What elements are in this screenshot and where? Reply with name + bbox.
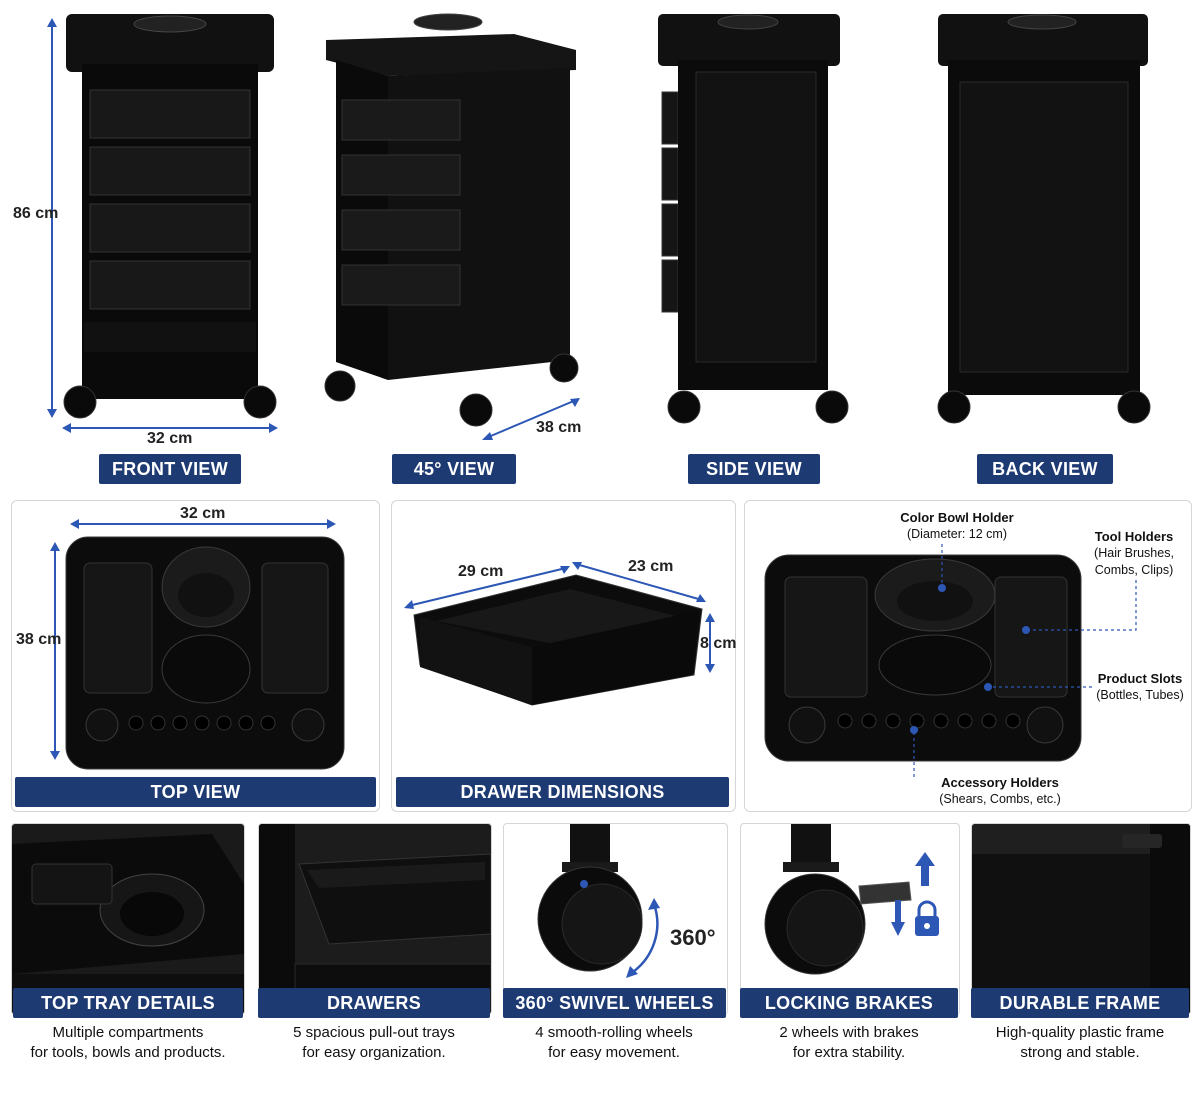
drawer-width-label: 29 cm [458, 563, 504, 580]
feature-drawers-caption: 5 spacious pull-out trays for easy organ… [254, 1023, 494, 1063]
feature-brakes-badge: LOCKING BRAKES [740, 988, 958, 1018]
tool-holders-detail-1: (Hair Brushes, [1094, 546, 1174, 560]
angle-view-cart [324, 13, 579, 427]
angle-view-badge: 45° VIEW [392, 454, 516, 484]
feature-frame-badge: DURABLE FRAME [971, 988, 1189, 1018]
drawer-height-label: 8 cm [700, 635, 737, 652]
drawer-height-arrow [705, 613, 715, 673]
top-view-width-arrow [70, 519, 336, 529]
drawer-depth-arrow [572, 562, 706, 602]
angle-depth-label: 38 cm [536, 419, 582, 436]
top-view-width-label: 32 cm [180, 505, 226, 522]
top-view-tray [65, 536, 345, 770]
feature-swivel-line1: 4 smooth-rolling wheels [535, 1024, 693, 1041]
accessory-title: Accessory Holders [941, 775, 1059, 790]
tool-holders-annotation: Tool Holders (Hair Brushes, Combs, Clips… [1086, 528, 1182, 579]
color-bowl-detail: (Diameter: 12 cm) [906, 527, 1008, 541]
annotated-tray [764, 554, 1082, 762]
color-bowl-annotation: Color Bowl Holder (Diameter: 12 cm) [882, 509, 1032, 543]
back-view-cart [937, 14, 1151, 424]
feature-drawers-badge: DRAWERS [258, 988, 490, 1018]
drawer-width-arrow [404, 566, 570, 609]
feature-drawers-line2: for easy organization. [302, 1044, 446, 1061]
top-view-badge: TOP VIEW [15, 777, 376, 807]
front-width-arrow [62, 423, 278, 433]
color-bowl-title: Color Bowl Holder [900, 510, 1014, 525]
accessory-annotation: Accessory Holders (Shears, Combs, etc.) [920, 774, 1080, 808]
front-view-badge: FRONT VIEW [99, 454, 241, 484]
front-height-arrow [47, 18, 57, 418]
back-view-badge: BACK VIEW [977, 454, 1113, 484]
feature-frame-caption: High-quality plastic frame strong and st… [960, 1023, 1200, 1063]
drawers-detail-image [258, 823, 492, 1015]
feature-drawers-line1: 5 spacious pull-out trays [293, 1024, 455, 1041]
locking-brake-detail-image [740, 823, 960, 1015]
top-view-depth-label: 38 cm [16, 631, 62, 648]
top-view-depth-arrow [50, 542, 60, 760]
drawer-badge: DRAWER DIMENSIONS [396, 777, 729, 807]
top-tray-detail-image [11, 823, 245, 1015]
annotation-leader-lines [910, 544, 1137, 778]
feature-swivel-line2: for easy movement. [548, 1044, 680, 1061]
swivel-360-label: 360° [670, 925, 716, 950]
product-slots-title: Product Slots [1097, 671, 1183, 686]
swivel-wheel-detail-image [503, 823, 728, 1015]
front-view-cart [63, 14, 277, 419]
product-slots-annotation: Product Slots (Bottles, Tubes) [1092, 670, 1188, 704]
feature-brakes-line1: 2 wheels with brakes [779, 1024, 919, 1041]
front-width-label: 32 cm [147, 430, 193, 447]
side-view-cart [658, 14, 849, 424]
tool-holders-detail-2: Combs, Clips) [1094, 563, 1174, 577]
feature-swivel-badge: 360° SWIVEL WHEELS [503, 988, 726, 1018]
feature-top-tray-caption: Multiple compartments for tools, bowls a… [8, 1023, 248, 1063]
feature-brakes-line2: for extra stability. [792, 1044, 906, 1061]
angle-depth-arrow [482, 398, 580, 440]
product-slots-detail: (Bottles, Tubes) [1096, 688, 1184, 702]
feature-frame-line2: strong and stable. [1020, 1044, 1140, 1061]
accessory-detail: (Shears, Combs, etc.) [939, 792, 1061, 806]
feature-brakes-caption: 2 wheels with brakes for extra stability… [729, 1023, 969, 1063]
durable-frame-detail-image [971, 823, 1191, 1015]
feature-top-tray-line1: Multiple compartments [52, 1024, 204, 1041]
feature-top-tray-badge: TOP TRAY DETAILS [13, 988, 243, 1018]
front-height-label: 86 cm [13, 205, 59, 222]
feature-frame-line1: High-quality plastic frame [995, 1024, 1165, 1041]
feature-swivel-caption: 4 smooth-rolling wheels for easy movemen… [494, 1023, 734, 1063]
drawer-depth-label: 23 cm [628, 558, 674, 575]
side-view-badge: SIDE VIEW [688, 454, 820, 484]
feature-top-tray-line2: for tools, bowls and products. [30, 1044, 226, 1061]
drawer-image [413, 574, 703, 706]
tool-holders-title: Tool Holders [1094, 529, 1174, 544]
